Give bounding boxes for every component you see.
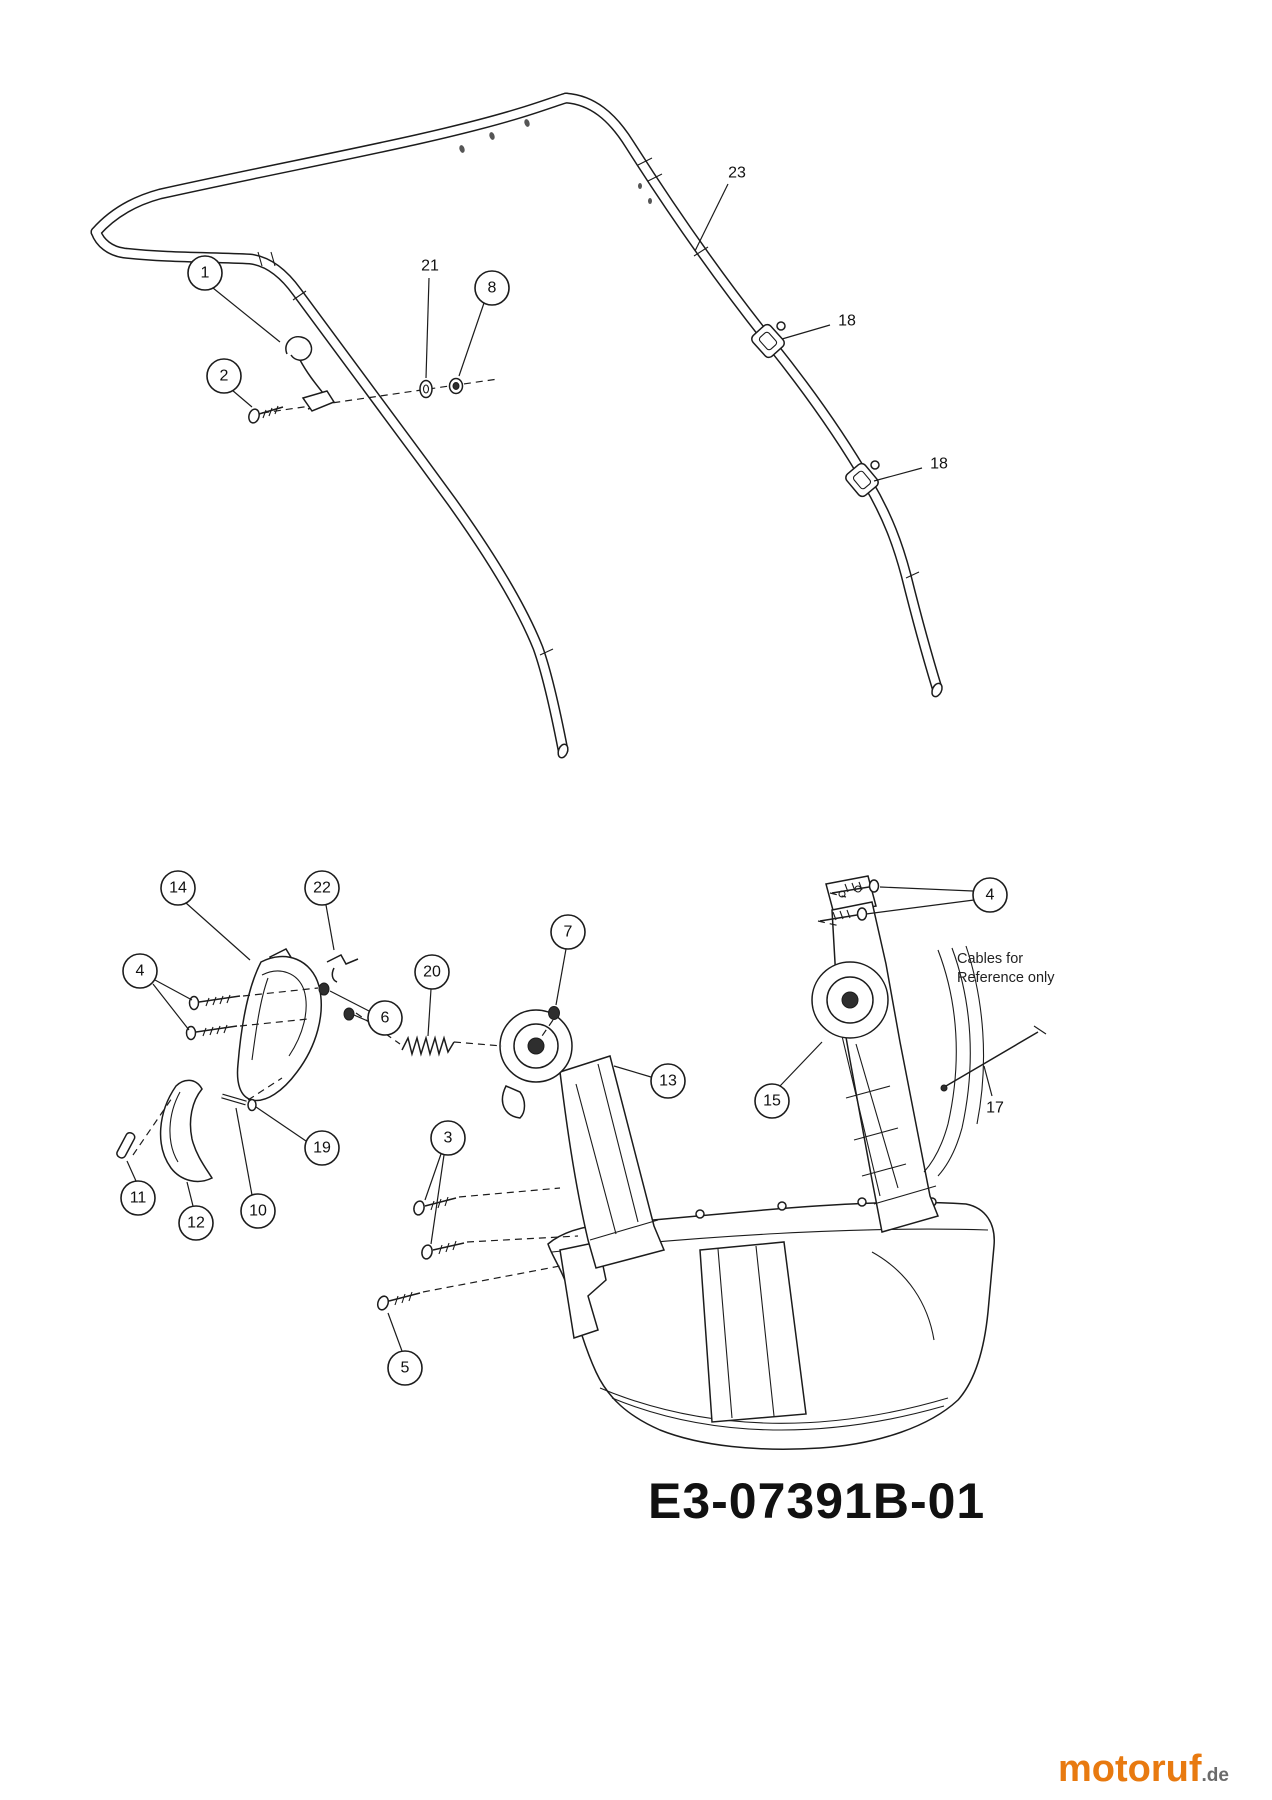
cables-note: Cables for Reference only (957, 950, 1055, 988)
cable-clamp-18-lower (845, 460, 880, 498)
handle-bracket-13 (499, 1009, 666, 1269)
callout-22: 22 (304, 870, 340, 951)
tube-end-right (931, 682, 943, 698)
callout-10: 10 (235, 1107, 276, 1229)
svg-text:21: 21 (421, 258, 439, 275)
cable-clamp-18-upper (751, 321, 786, 359)
svg-text:6: 6 (381, 1010, 390, 1027)
svg-text:10: 10 (249, 1203, 267, 1220)
callout-18: 18 (873, 456, 948, 482)
callout-21: 21 (421, 258, 439, 379)
clip-22 (326, 954, 359, 983)
svg-text:4: 4 (986, 887, 995, 904)
washer-part-21 (419, 379, 433, 399)
callout-19: 19 (255, 1106, 340, 1166)
callout-6: 6 (329, 990, 403, 1036)
callout-15: 15 (754, 1041, 823, 1119)
bolts-4-left (185, 994, 241, 1041)
svg-text:15: 15 (763, 1093, 781, 1110)
callout-18: 18 (781, 313, 856, 340)
handle-bracket-15 (811, 875, 940, 1233)
tube-end-left (557, 743, 569, 759)
svg-text:12: 12 (187, 1215, 205, 1232)
callout-12: 12 (178, 1181, 214, 1241)
pivot-pin-10-19 (221, 1093, 257, 1112)
svg-text:2: 2 (220, 368, 229, 385)
callout-14: 14 (160, 870, 251, 961)
svg-text:4: 4 (136, 963, 145, 980)
callout-7: 7 (550, 914, 586, 1006)
deck-chute (699, 1241, 807, 1423)
cables-17 (923, 945, 1047, 1177)
handlebar-holes (459, 119, 652, 204)
svg-text:8: 8 (488, 280, 497, 297)
callout-13: 13 (613, 1063, 686, 1099)
callout-4: 4 (122, 953, 193, 1031)
callout-8: 8 (458, 270, 510, 377)
svg-text:20: 20 (423, 964, 441, 981)
svg-text:5: 5 (401, 1360, 410, 1377)
svg-text:1: 1 (201, 265, 210, 282)
svg-text:11: 11 (130, 1190, 147, 1207)
screw-part-2 (248, 405, 284, 424)
callout-23: 23 (694, 165, 746, 252)
svg-text:7: 7 (564, 924, 573, 941)
callout-3: 3 (424, 1120, 466, 1245)
lock-bracket-14 (236, 948, 322, 1102)
tube-joint-marks (257, 157, 920, 656)
bolt-5 (376, 1291, 421, 1311)
callout-20: 20 (414, 954, 450, 1037)
nut-7 (548, 1006, 560, 1020)
pin-11 (116, 1131, 136, 1159)
svg-text:18: 18 (838, 313, 856, 330)
cables-note-line1: Cables for (957, 951, 1024, 967)
handlebar (90, 92, 943, 759)
svg-text:18: 18 (930, 456, 948, 473)
svg-text:17: 17 (986, 1100, 1004, 1117)
svg-text:3: 3 (444, 1130, 453, 1147)
brand-tld[interactable]: .de (1201, 1765, 1229, 1786)
callout-2: 2 (206, 358, 253, 408)
callout-5: 5 (387, 1312, 423, 1386)
bolts-3 (413, 1196, 465, 1260)
callout-11: 11 (120, 1160, 156, 1216)
brand-logo[interactable]: motoruf.de (1058, 1748, 1229, 1791)
callout-1: 1 (187, 255, 281, 343)
torsion-spring-part-1 (285, 335, 336, 412)
diagram-code: E3-07391B-01 (648, 1473, 986, 1529)
nut-part-8 (448, 377, 464, 395)
svg-text:13: 13 (659, 1073, 677, 1090)
spring-20 (401, 1035, 455, 1057)
svg-text:14: 14 (169, 880, 187, 897)
svg-text:19: 19 (313, 1140, 331, 1157)
washers-6 (318, 982, 355, 1021)
brand-name[interactable]: motoruf (1058, 1748, 1202, 1790)
lever-12 (159, 1079, 214, 1183)
callout-4: 4 (865, 877, 1008, 915)
callout-17: 17 (983, 1065, 1004, 1117)
svg-text:22: 22 (313, 880, 331, 897)
svg-text:23: 23 (728, 165, 746, 182)
cables-note-line2: Reference only (957, 970, 1055, 986)
